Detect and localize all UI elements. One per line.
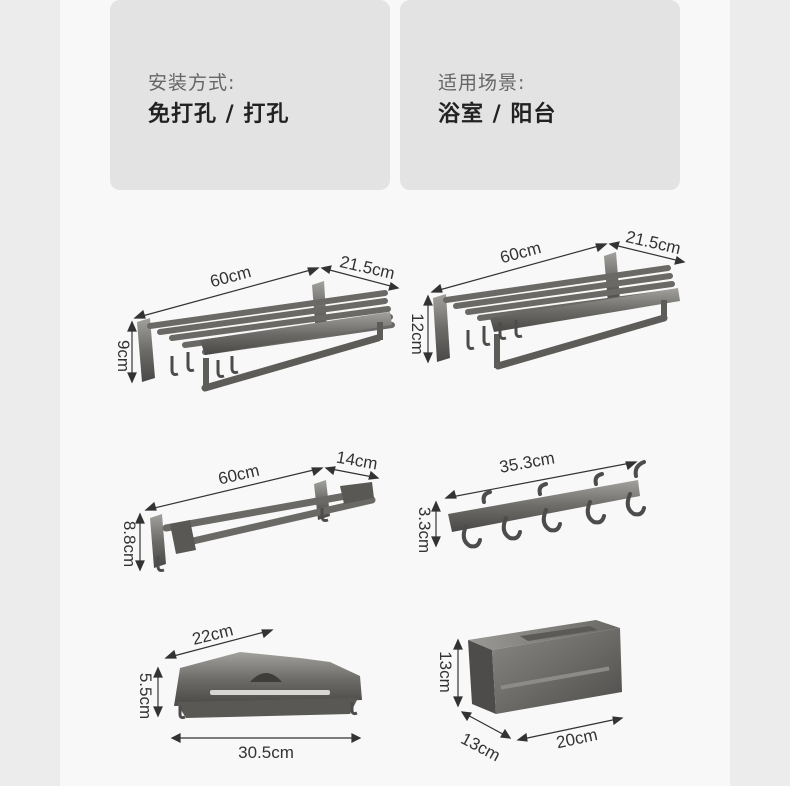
rack2-depth-label: 21.5cm bbox=[624, 227, 683, 258]
towel-rack-9cm: 60cm 21.5cm 9cm bbox=[114, 252, 400, 392]
tissue-box-depth-label: 13cm bbox=[458, 729, 504, 765]
install-method-value: 免打孔 / 打孔 bbox=[148, 102, 290, 127]
hook-rail-height-label: 3.3cm bbox=[415, 507, 434, 553]
usage-scene-label: 适用场景: bbox=[438, 72, 526, 94]
towel-bar-double: 60cm 14cm 8.8cm bbox=[120, 448, 380, 572]
install-method-card: 安装方式: 免打孔 / 打孔 bbox=[110, 0, 390, 190]
corner-shelf-side-label: 22cm bbox=[190, 620, 235, 648]
tissue-box: 13cm 13cm 20cm bbox=[436, 620, 624, 765]
hook-rail: 35.3cm 3.3cm bbox=[415, 448, 646, 553]
corner-shelf: 22cm 5.5cm 30.5cm bbox=[136, 620, 362, 762]
usage-scene-card: 适用场景: 浴室 / 阳台 bbox=[400, 0, 680, 190]
rack1-width-label: 60cm bbox=[208, 262, 253, 291]
towel-rack-12cm: 60cm 21.5cm 12cm bbox=[408, 227, 686, 370]
corner-shelf-width-label: 30.5cm bbox=[238, 743, 294, 762]
rack1-height-label: 9cm bbox=[114, 340, 133, 372]
usage-scene-value: 浴室 / 阳台 bbox=[438, 102, 557, 127]
corner-shelf-height-label: 5.5cm bbox=[136, 673, 155, 719]
rack2-height-label: 12cm bbox=[408, 313, 427, 355]
rack1-depth-label: 21.5cm bbox=[338, 252, 397, 283]
towel-bar-depth-label: 14cm bbox=[335, 448, 379, 474]
install-method-label: 安装方式: bbox=[148, 72, 236, 94]
towel-bar-height-label: 8.8cm bbox=[120, 521, 139, 567]
hook-rail-width-label: 35.3cm bbox=[498, 448, 556, 476]
tissue-box-width-label: 20cm bbox=[555, 725, 600, 752]
tissue-box-height-label: 13cm bbox=[436, 651, 455, 693]
